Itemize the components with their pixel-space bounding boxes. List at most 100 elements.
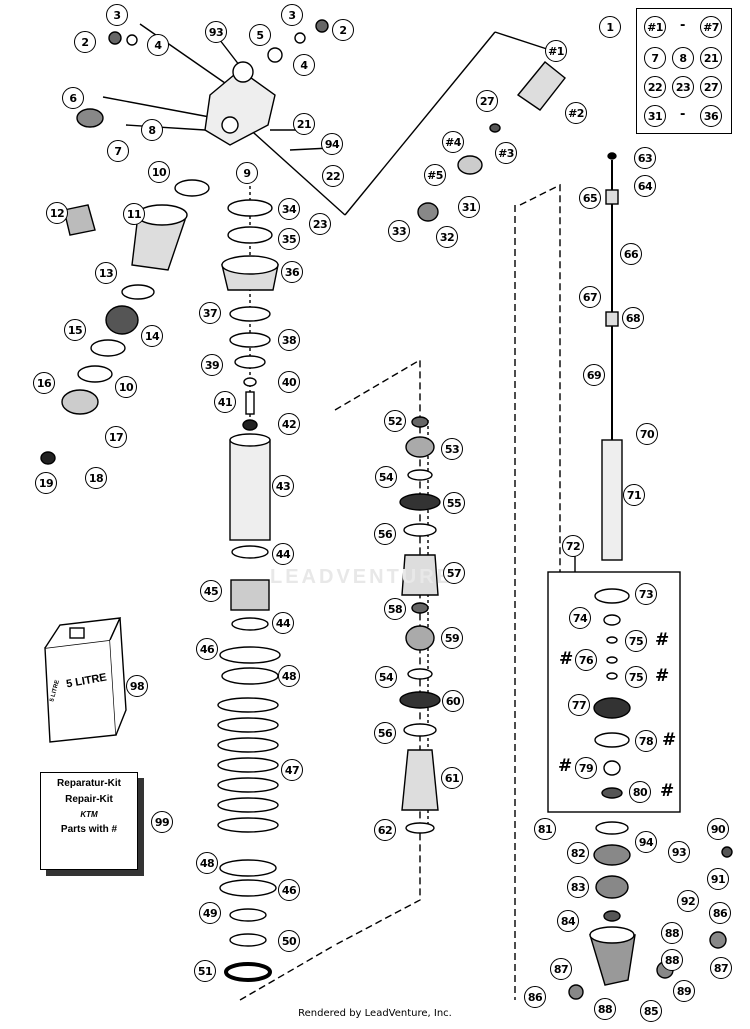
callout-5[interactable]: 5 <box>249 24 271 46</box>
callout-4[interactable]: 4 <box>293 54 315 76</box>
callout-33[interactable]: 33 <box>388 220 410 242</box>
callout-2[interactable]: 2 <box>332 19 354 41</box>
callout-#6[interactable]: #4 <box>442 131 464 153</box>
callout-47[interactable]: 47 <box>281 759 303 781</box>
callout-66[interactable]: 66 <box>620 243 642 265</box>
callout-43[interactable]: 43 <box>272 475 294 497</box>
callout-93[interactable]: 93 <box>668 841 690 863</box>
callout-18[interactable]: 18 <box>85 467 107 489</box>
callout-32[interactable]: 32 <box>436 226 458 248</box>
callout-17[interactable]: 17 <box>105 426 127 448</box>
callout-7[interactable]: 7 <box>107 140 129 162</box>
callout-86[interactable]: 86 <box>524 986 546 1008</box>
callout-38[interactable]: 38 <box>278 329 300 351</box>
callout-3[interactable]: 3 <box>281 4 303 26</box>
callout-10[interactable]: 10 <box>148 161 170 183</box>
callout-94[interactable]: 94 <box>635 831 657 853</box>
callout-76[interactable]: 76 <box>575 649 597 671</box>
callout-75[interactable]: 75 <box>625 666 647 688</box>
callout-#1[interactable]: 93 <box>205 21 227 43</box>
callout-69[interactable]: 69 <box>583 364 605 386</box>
callout-79[interactable]: 79 <box>575 757 597 779</box>
callout-88[interactable]: 88 <box>661 949 683 971</box>
callout-88[interactable]: 88 <box>661 922 683 944</box>
callout-51[interactable]: 51 <box>194 960 216 982</box>
callout-91[interactable]: 91 <box>707 868 729 890</box>
callout-46[interactable]: 46 <box>196 638 218 660</box>
callout-85[interactable]: 85 <box>640 1000 662 1022</box>
callout-6[interactable]: 6 <box>62 87 84 109</box>
callout-34[interactable]: 34 <box>278 198 300 220</box>
callout-1[interactable]: 1 <box>599 16 621 38</box>
callout-37[interactable]: 37 <box>199 302 221 324</box>
callout-62[interactable]: 62 <box>374 819 396 841</box>
callout-55[interactable]: 55 <box>443 492 465 514</box>
callout-89[interactable]: 89 <box>673 980 695 1002</box>
callout-99[interactable]: 99 <box>151 811 173 833</box>
callout-#5[interactable]: #3 <box>495 142 517 164</box>
callout-82[interactable]: 82 <box>567 842 589 864</box>
callout-60[interactable]: 60 <box>442 690 464 712</box>
callout-64[interactable]: 64 <box>634 175 656 197</box>
callout-50[interactable]: 50 <box>278 930 300 952</box>
callout-35[interactable]: 35 <box>278 228 300 250</box>
callout-71[interactable]: 71 <box>623 484 645 506</box>
callout-68[interactable]: 68 <box>622 307 644 329</box>
callout-63[interactable]: 63 <box>634 147 656 169</box>
callout-74[interactable]: 74 <box>569 607 591 629</box>
callout-65[interactable]: 65 <box>579 187 601 209</box>
callout-88[interactable]: 88 <box>594 998 616 1020</box>
callout-54[interactable]: 54 <box>375 466 397 488</box>
callout-49[interactable]: 49 <box>199 902 221 924</box>
callout-13[interactable]: 13 <box>95 262 117 284</box>
callout-78[interactable]: 78 <box>635 730 657 752</box>
callout-15[interactable]: 15 <box>64 319 86 341</box>
callout-36[interactable]: 36 <box>281 261 303 283</box>
callout-44[interactable]: 44 <box>272 612 294 634</box>
callout-54[interactable]: 54 <box>375 666 397 688</box>
callout-56[interactable]: 56 <box>374 722 396 744</box>
callout-42[interactable]: 42 <box>278 413 300 435</box>
callout-59[interactable]: 59 <box>441 627 463 649</box>
callout-8[interactable]: 8 <box>141 119 163 141</box>
callout-77[interactable]: 77 <box>568 694 590 716</box>
callout-73[interactable]: 73 <box>635 583 657 605</box>
callout-48[interactable]: 48 <box>278 665 300 687</box>
callout-27[interactable]: 27 <box>476 90 498 112</box>
callout-#2[interactable]: 94 <box>321 133 343 155</box>
callout-#7[interactable]: #5 <box>424 164 446 186</box>
callout-45[interactable]: 45 <box>200 580 222 602</box>
callout-86[interactable]: 86 <box>709 902 731 924</box>
callout-57[interactable]: 57 <box>443 562 465 584</box>
callout-12[interactable]: 12 <box>46 202 68 224</box>
callout-16[interactable]: 16 <box>33 372 55 394</box>
callout-84[interactable]: 84 <box>557 910 579 932</box>
callout-10[interactable]: 10 <box>115 376 137 398</box>
callout-40[interactable]: 40 <box>278 371 300 393</box>
callout-67[interactable]: 67 <box>579 286 601 308</box>
callout-56[interactable]: 56 <box>374 523 396 545</box>
callout-31[interactable]: 31 <box>458 196 480 218</box>
callout-61[interactable]: 61 <box>441 767 463 789</box>
callout-87[interactable]: 87 <box>710 957 732 979</box>
callout-58[interactable]: 58 <box>384 598 406 620</box>
callout-80[interactable]: 80 <box>629 781 651 803</box>
callout-90[interactable]: 90 <box>707 818 729 840</box>
callout-22[interactable]: 22 <box>322 165 344 187</box>
callout-3[interactable]: 3 <box>106 4 128 26</box>
callout-#4[interactable]: #2 <box>565 102 587 124</box>
callout-21[interactable]: 21 <box>293 113 315 135</box>
callout-48[interactable]: 48 <box>196 852 218 874</box>
callout-39[interactable]: 39 <box>201 354 223 376</box>
callout-44[interactable]: 44 <box>272 543 294 565</box>
callout-53[interactable]: 53 <box>441 438 463 460</box>
callout-46[interactable]: 46 <box>278 879 300 901</box>
callout-75[interactable]: 75 <box>625 630 647 652</box>
callout-19[interactable]: 19 <box>35 472 57 494</box>
callout-98[interactable]: 98 <box>126 675 148 697</box>
callout-81[interactable]: 81 <box>534 818 556 840</box>
callout-#3[interactable]: #1 <box>545 40 567 62</box>
callout-14[interactable]: 14 <box>141 325 163 347</box>
callout-83[interactable]: 83 <box>567 876 589 898</box>
callout-72[interactable]: 72 <box>562 535 584 557</box>
